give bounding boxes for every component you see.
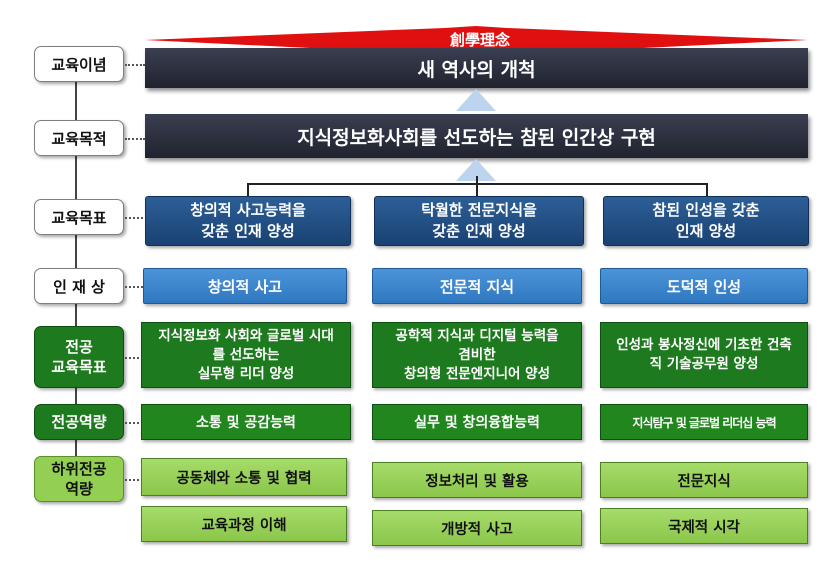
major-goal-box-2: 공학적 지식과 디지털 능력을 겸비한 창의형 전문엔지니어 양성	[372, 322, 582, 388]
philosophy-banner: 새 역사의 개척	[145, 48, 808, 88]
competency-box-1: 소통 및 공감능력	[141, 404, 351, 440]
goal-1-line2: 갖춘 인재 양성	[201, 222, 295, 240]
major-goal-box-3: 인성과 봉사정신에 기초한 건축 직 기술공무원 양성	[600, 322, 808, 388]
dotted-purpose	[125, 138, 145, 140]
motto-text: 創學理念	[449, 30, 510, 49]
label-major-goals-line1: 전공	[65, 338, 93, 356]
dotted-talent	[125, 286, 143, 288]
goal-1-line1: 창의적 사고능력을	[190, 201, 306, 219]
label-talent: 인 재 상	[34, 268, 124, 304]
dotted-sub-competency	[125, 479, 139, 481]
label-major-goals: 전공 교육목표	[34, 326, 124, 388]
dotted-major-competency	[125, 422, 139, 424]
major-goal-box-1: 지식정보화 사회와 글로벌 시대 를 선도하는 실무형 리더 양성	[141, 322, 351, 388]
talent-box-1: 창의적 사고	[143, 268, 347, 304]
goal-3-line1: 참된 인성을 갖춘	[652, 201, 760, 219]
dotted-philosophy	[125, 64, 145, 66]
competency-box-3: 지식탐구 및 글로벌 리더십 능력	[600, 404, 808, 440]
major-goal-3-line2: 직 기술공무원 양성	[649, 356, 759, 372]
talent-box-2: 전문적 지식	[372, 268, 582, 304]
major-goal-3-line1: 인성과 봉사정신에 기초한 건축	[616, 337, 792, 353]
major-goal-2-line1: 공학적 지식과 디지털 능력을	[395, 327, 559, 344]
motto-shape	[145, 26, 808, 56]
arrow-up-icon	[456, 159, 496, 181]
sub-box-3b: 국제적 시각	[600, 508, 808, 544]
competency-3-text: 지식탐구 및 글로벌 리더십 능력	[632, 415, 776, 430]
major-goal-2-line3: 창의형 전문엔지니어 양성	[403, 365, 551, 382]
sub-box-1a: 공동체와 소통 및 협력	[141, 458, 347, 496]
sub-box-2b: 개방적 사고	[372, 510, 582, 546]
sub-box-3a: 전문지식	[600, 462, 808, 498]
dotted-major-goals	[125, 357, 139, 359]
tree-drop-middle	[476, 176, 478, 197]
talent-box-3: 도덕적 인성	[600, 268, 808, 304]
major-goal-1-line2: 를 선도하는	[212, 346, 280, 363]
major-goal-1-line1: 지식정보화 사회와 글로벌 시대	[158, 327, 334, 344]
purpose-text: 지식정보화사회를 선도하는 참된 인간상 구현	[297, 126, 656, 149]
goal-box-3: 참된 인성을 갖춘 인재 양성	[603, 196, 809, 246]
label-sub-competency: 하위전공 역량	[34, 456, 124, 502]
philosophy-text: 새 역사의 개척	[417, 58, 536, 81]
label-major-competency: 전공역량	[34, 404, 124, 440]
label-goals: 교육목표	[34, 199, 124, 235]
dotted-goals	[125, 217, 143, 219]
major-goal-1-line3: 실무형 리더 양성	[197, 365, 295, 382]
competency-box-2: 실무 및 창의융합능력	[372, 404, 582, 440]
sub-box-2a: 정보처리 및 활용	[372, 462, 582, 498]
goal-box-1: 창의적 사고능력을 갖춘 인재 양성	[145, 196, 351, 246]
goal-3-line2: 인재 양성	[675, 222, 737, 240]
arrow-up-icon	[456, 89, 496, 111]
sub-box-1b: 교육과정 이해	[141, 506, 347, 542]
label-philosophy: 교육이념	[34, 46, 124, 82]
goal-2-line1: 탁월한 전문지식을	[421, 201, 537, 219]
label-major-goals-line2: 교육목표	[51, 358, 107, 376]
label-purpose: 교육목적	[34, 120, 124, 156]
goal-box-2: 탁월한 전문지식을 갖춘 인재 양성	[374, 196, 584, 246]
label-sub-competency-line2: 역량	[65, 480, 93, 498]
purpose-banner: 지식정보화사회를 선도하는 참된 인간상 구현	[145, 114, 808, 158]
tree-drop-right	[706, 183, 708, 197]
goal-2-line2: 갖춘 인재 양성	[432, 222, 526, 240]
major-goal-2-line2: 겸비한	[458, 346, 496, 363]
tree-drop-left	[247, 183, 249, 197]
label-sub-competency-line1: 하위전공	[51, 460, 107, 478]
